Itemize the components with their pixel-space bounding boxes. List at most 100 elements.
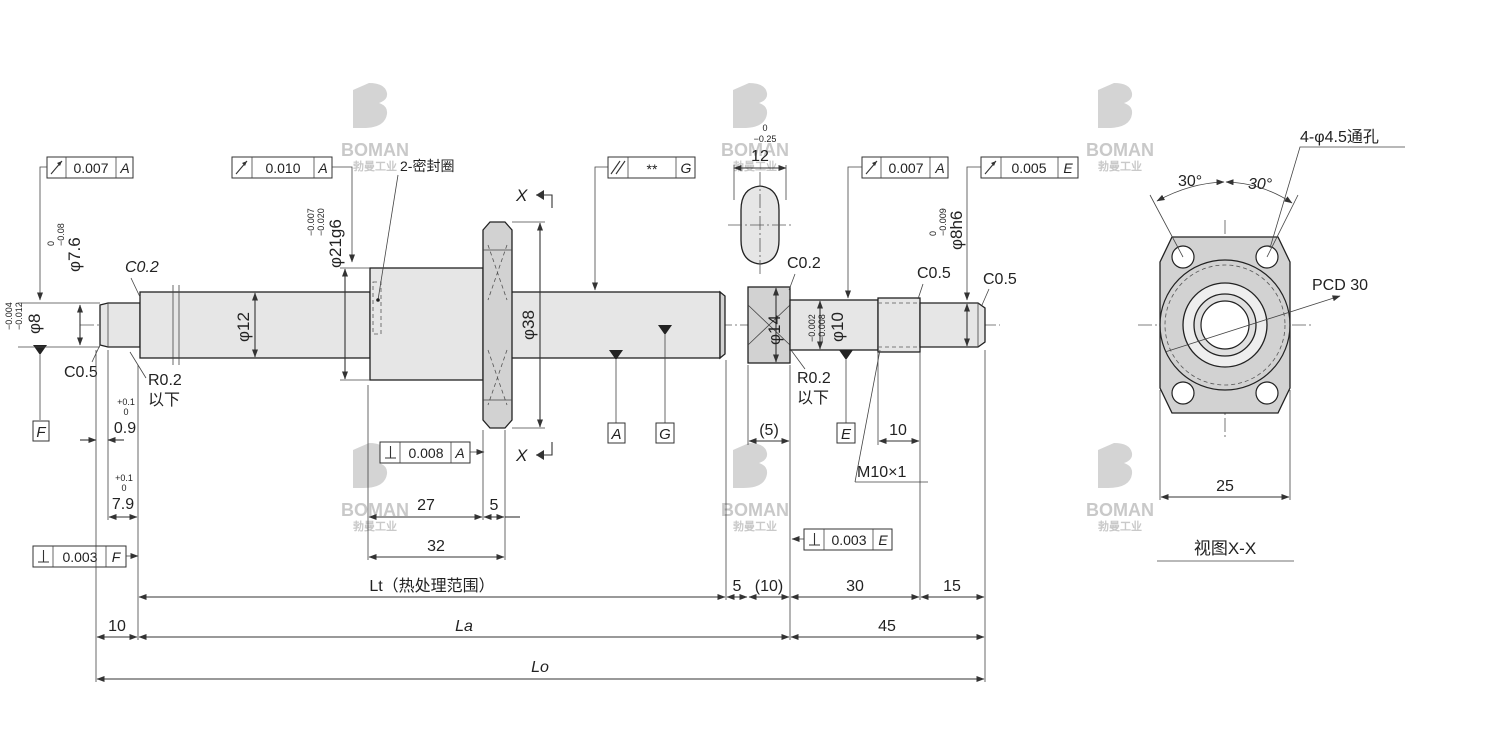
frame-value: 0.008: [408, 445, 443, 461]
angle-right: 30°: [1248, 176, 1273, 193]
callout-m10-thread: M10×1: [857, 464, 906, 481]
callout-r0-2-right: R0.2: [797, 370, 831, 387]
frame-perp-left: 0.003 F: [32, 545, 139, 568]
frame-value: 0.007: [73, 160, 108, 176]
watermark-brand: BOMAN: [1086, 500, 1154, 520]
dim-7-9-tol-lower: 0: [121, 483, 126, 493]
dim-lt: Lt（热处理范围）: [369, 577, 494, 595]
section-marker-bottom: X: [515, 446, 528, 465]
dim-phi10-tol-lower: −0.008: [817, 314, 827, 342]
callout-c0-5-mid: C0.5: [917, 265, 951, 282]
watermark-brand: BOMAN: [721, 140, 789, 160]
dim-25: 25: [1216, 478, 1234, 495]
bolt-hole: [1171, 381, 1195, 405]
left-journal: [99, 302, 141, 348]
bearing-seat: [789, 299, 879, 351]
edge-callouts: C0.2 C0.5 R0.2 以下 C0.2 R0.2 以下 C0.5 C0.5…: [64, 158, 1017, 483]
dim-27: 27: [417, 497, 435, 514]
watermark-subtitle: 勃曼工业: [353, 159, 397, 173]
frame-value: 0.010: [265, 160, 300, 176]
callout-r0-2-right-note: 以下: [797, 390, 829, 407]
bolt-hole: [1255, 381, 1279, 405]
watermark-group: BOMAN 勃曼工业 BOMAN 勃曼工业 BOMAN 勃曼工业 BOMAN 勃…: [341, 83, 1154, 533]
dim-0-9: 0.9: [114, 420, 136, 437]
dim-5-flange: 5: [490, 497, 499, 514]
dim-phi7-6-tol-upper: 0: [46, 241, 56, 246]
m10-thread: [877, 297, 921, 353]
dim-phi8: φ8: [25, 314, 44, 334]
callout-c0-5-right: C0.5: [983, 271, 1017, 288]
right-journal: [919, 302, 986, 348]
frame-value: 0.003: [831, 532, 866, 548]
section-markers: X X: [515, 186, 553, 465]
dim-32: 32: [427, 538, 445, 555]
frame-datum: A: [454, 445, 464, 461]
dim-7-9-tol-upper: +0.1: [115, 473, 133, 483]
frame-value: 0.003: [62, 549, 97, 565]
datum-f-box: [32, 420, 50, 442]
dim-phi21-tol-lower: −0.020: [316, 208, 326, 236]
dim-phi14: φ14: [765, 315, 784, 345]
callout-seal: 2-密封圈: [400, 158, 454, 174]
dim-45: 45: [878, 618, 896, 635]
section-marker-top: X: [515, 186, 528, 205]
frame-perp-step: 0.003 E: [791, 528, 893, 551]
frame-runout-nut-body: ** G: [592, 156, 696, 291]
dim-10-chain: (10): [755, 578, 783, 595]
watermark-brand: BOMAN: [1086, 140, 1154, 160]
tolerance-frames: 0.007 A 0.010 A ** G 0.007 A: [32, 156, 1079, 568]
frame-datum: G: [681, 160, 692, 176]
callout-c0-2-right: C0.2: [787, 255, 821, 272]
watermark-subtitle: 勃曼工业: [353, 519, 397, 533]
watermark-logo: BOMAN 勃曼工业: [341, 83, 409, 173]
watermark-subtitle: 勃曼工业: [733, 519, 777, 533]
datum-g: G: [659, 426, 671, 443]
dim-phi8-tol-upper: −0.004: [4, 302, 14, 330]
dim-phi7-6: φ7.6: [65, 237, 84, 272]
frame-runout-left: 0.007 A: [37, 156, 134, 301]
datum-a-box: [607, 422, 626, 444]
nut-body: [369, 267, 484, 381]
frame-datum: A: [119, 160, 129, 176]
pcd-circle: [1164, 264, 1286, 386]
keyway-detail: 12 0 −0.25: [728, 123, 792, 276]
dim-15-chain: 15: [943, 578, 961, 595]
dim-10-thread: 10: [889, 422, 907, 439]
angle-left: 30°: [1178, 173, 1202, 190]
watermark-brand: BOMAN: [721, 500, 789, 520]
watermark-logo: BOMAN 勃曼工业: [1086, 443, 1154, 533]
callout-c0-5-left: C0.5: [64, 364, 98, 381]
dim-12-tol-upper: 0: [762, 123, 767, 133]
frame-datum: A: [934, 160, 944, 176]
dim-phi10: φ10: [828, 312, 847, 342]
watermark-logo: BOMAN 勃曼工业: [1086, 83, 1154, 173]
datum-features: F A G E: [32, 325, 856, 444]
watermark-subtitle: 勃曼工业: [1098, 159, 1142, 173]
frame-value: **: [647, 161, 658, 177]
diameter-dimensions: φ8 −0.004 −0.012 φ7.6 0 −0.08 φ12 φ21g6 …: [4, 208, 970, 429]
frame-datum: E: [878, 532, 888, 548]
dim-7-9: 7.9: [112, 496, 134, 513]
datum-e: E: [841, 426, 852, 443]
dim-phi12: φ12: [234, 312, 253, 342]
dim-phi8h6-tol-lower: −0.009: [938, 208, 948, 236]
frame-value: 0.005: [1011, 160, 1046, 176]
dim-phi38: φ38: [519, 310, 538, 340]
pcd-label: PCD 30: [1312, 277, 1368, 294]
frame-datum: A: [317, 160, 327, 176]
dim-12: 12: [751, 148, 769, 165]
frame-runout-end: 0.005 E: [964, 156, 1079, 301]
frame-runout-right: 0.007 A: [845, 156, 949, 299]
watermark-subtitle: 勃曼工业: [1098, 519, 1142, 533]
nut-flange: [482, 221, 513, 429]
dim-phi21-tol-upper: −0.007: [306, 208, 316, 236]
datum-f: F: [36, 424, 46, 441]
dim-5-chain: 5: [733, 578, 742, 595]
dim-30-chain: 30: [846, 578, 864, 595]
dim-phi8h6-tol-upper: 0: [928, 231, 938, 236]
datum-e-box: [836, 422, 856, 444]
dim-phi21g6: φ21g6: [326, 219, 345, 268]
view-title: 视图X-X: [1194, 539, 1256, 558]
watermark-brand: BOMAN: [341, 140, 409, 160]
